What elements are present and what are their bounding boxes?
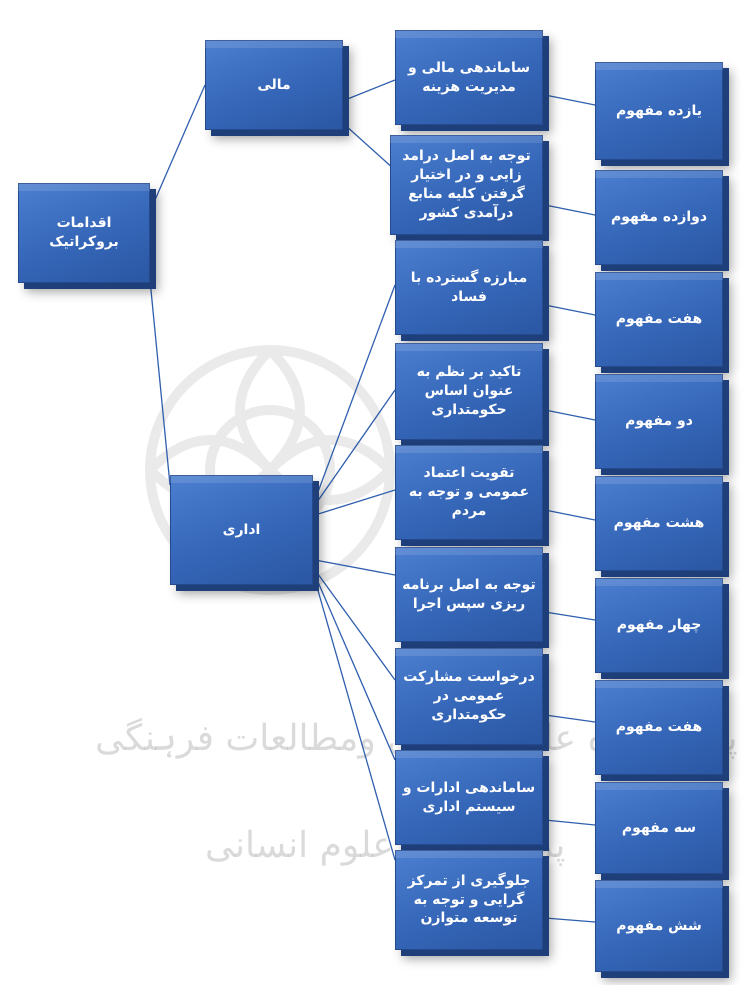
connector-action-concept-2 bbox=[544, 204, 596, 216]
action-node-label: جلوگیری از تمرکز گرایی و توجه به توسعه م… bbox=[407, 872, 531, 927]
connector-root-edari bbox=[149, 279, 171, 486]
concept-node-label: چهار مفهوم bbox=[616, 617, 702, 634]
connector-action-concept-7 bbox=[544, 714, 596, 723]
concept-node-label: دوازده مفهوم bbox=[610, 209, 708, 226]
connector-action-concept-6 bbox=[544, 611, 596, 621]
action-node: جلوگیری از تمرکز گرایی و توجه به توسعه م… bbox=[395, 850, 543, 950]
connector-edari-action-4 bbox=[314, 389, 396, 506]
group-node-edari-label: اداری bbox=[222, 521, 261, 538]
connector-action-concept-4 bbox=[544, 409, 596, 421]
action-node-label: مبارزه گسترده با فساد bbox=[410, 269, 528, 305]
concept-node: هفت مفهوم bbox=[595, 680, 723, 775]
concept-node: سه مفهوم bbox=[595, 782, 723, 874]
connector-action-concept-5 bbox=[544, 509, 596, 521]
action-node-label: ساماندهی مالی و مدیریت هزینه bbox=[408, 59, 530, 95]
action-node: ساماندهی ادارات و سیستم اداری bbox=[395, 750, 543, 845]
concept-node: یازده مفهوم bbox=[595, 62, 723, 160]
connector-edari-action-3 bbox=[314, 284, 396, 501]
group-node-mali-label: مالی bbox=[257, 76, 291, 93]
action-node: تقویت اعتماد عمومی و توجه به مردم bbox=[395, 445, 543, 540]
concept-node-label: هفت مفهوم bbox=[615, 719, 703, 736]
root-node: اقدامات بروکراتیک bbox=[18, 183, 150, 283]
concept-node-label: هشت مفهوم bbox=[613, 515, 705, 532]
group-node-mali: مالی bbox=[205, 40, 343, 130]
action-node: مبارزه گسترده با فساد bbox=[395, 240, 543, 335]
concept-node-label: یازده مفهوم bbox=[616, 102, 702, 119]
concept-node-label: شش مفهوم bbox=[616, 917, 702, 934]
connector-edari-action-9 bbox=[314, 579, 396, 861]
connector-edari-action-8 bbox=[314, 574, 396, 761]
action-node: تاکید بر نظم به عنوان اساس حکومتداری bbox=[395, 343, 543, 440]
concept-node-label: دو مفهوم bbox=[625, 413, 693, 430]
concept-node-label: سه مفهوم bbox=[621, 819, 697, 836]
connector-action-concept-3 bbox=[544, 304, 596, 316]
concept-node-label: هفت مفهوم bbox=[615, 311, 703, 328]
action-node: توجه به اصل درامد زایی و در اختیار گرفتن… bbox=[390, 135, 543, 235]
connector-action-concept-1 bbox=[544, 94, 596, 106]
concept-node: دوازده مفهوم bbox=[595, 170, 723, 265]
group-node-edari: اداری bbox=[170, 475, 313, 585]
concept-node: هشت مفهوم bbox=[595, 476, 723, 571]
action-node-label: ساماندهی ادارات و سیستم اداری bbox=[402, 779, 536, 815]
action-node: ساماندهی مالی و مدیریت هزینه bbox=[395, 30, 543, 125]
connector-action-concept-8 bbox=[544, 819, 596, 826]
concept-node: چهار مفهوم bbox=[595, 578, 723, 673]
root-node-label: اقدامات بروکراتیک bbox=[49, 215, 119, 250]
connector-action-concept-9 bbox=[544, 917, 596, 923]
action-node-label: توجه به اصل برنامه ریزی سپس اجرا bbox=[402, 576, 536, 612]
action-node: درخواست مشارکت عمومی در حکومتداری bbox=[395, 648, 543, 745]
connector-edari-action-5 bbox=[314, 489, 396, 516]
concept-node: شش مفهوم bbox=[595, 880, 723, 972]
action-node-label: تاکید بر نظم به عنوان اساس حکومتداری bbox=[416, 364, 522, 418]
action-node-label: درخواست مشارکت عمومی در حکومتداری bbox=[403, 669, 535, 723]
connector-edari-action-6 bbox=[314, 559, 396, 576]
connector-mali-action-2 bbox=[344, 124, 396, 171]
concept-node: هفت مفهوم bbox=[595, 272, 723, 367]
connector-root-mali bbox=[154, 84, 206, 201]
action-node: توجه به اصل برنامه ریزی سپس اجرا bbox=[395, 547, 543, 642]
action-node-label: توجه به اصل درامد زایی و در اختیار گرفتن… bbox=[402, 148, 531, 221]
connector-edari-action-7 bbox=[314, 569, 396, 681]
connector-mali-action-1 bbox=[344, 79, 396, 101]
concept-node: دو مفهوم bbox=[595, 374, 723, 469]
action-node-label: تقویت اعتماد عمومی و توجه به مردم bbox=[408, 465, 530, 519]
